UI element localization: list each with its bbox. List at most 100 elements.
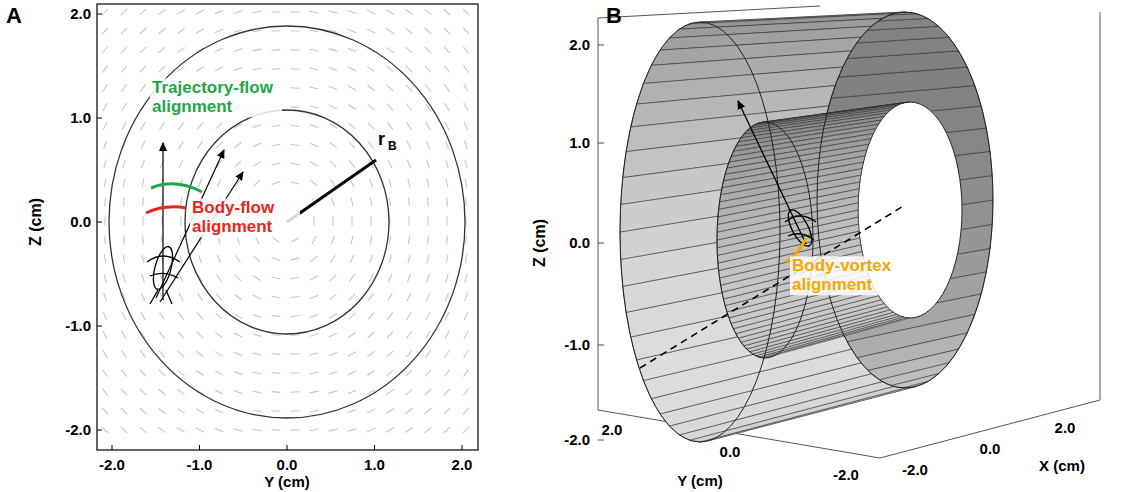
flow-arrow [446, 274, 449, 283]
flow-arrow [406, 351, 412, 358]
flow-arrow [102, 388, 108, 395]
flow-arrow [272, 429, 281, 431]
flow-arrow [272, 258, 280, 261]
flow-arrow [216, 294, 222, 301]
flow-arrow [386, 409, 394, 414]
flow-arrow [446, 217, 447, 226]
flow-arrow [386, 29, 394, 34]
flow-arrow [348, 371, 356, 375]
inner-wall [185, 110, 389, 334]
flow-arrow [445, 141, 448, 149]
flow-arrow [369, 255, 372, 263]
flow-arrow [196, 351, 203, 357]
flow-arrow [253, 11, 262, 13]
flow-arrow [234, 67, 242, 70]
flow-arrow [161, 236, 162, 245]
flow-arrow [104, 198, 106, 207]
flow-arrow [368, 313, 374, 320]
flow-arrow [104, 236, 106, 245]
flow-arrow [313, 217, 314, 226]
trajectory-flow-arc [151, 184, 202, 192]
flow-arrow [427, 236, 429, 245]
flow-arrow [122, 122, 126, 130]
flow-arrow [425, 84, 431, 91]
flow-arrow [104, 160, 106, 169]
flow-arrow [104, 217, 105, 226]
flow-arrow [348, 352, 356, 357]
flow-arrow [386, 428, 394, 433]
tick-label: -2.0 [833, 467, 859, 484]
flow-arrow [104, 293, 107, 302]
flow-arrow [386, 10, 394, 15]
flow-arrow [234, 142, 241, 147]
flow-arrow [216, 142, 222, 149]
flow-arrow [121, 389, 127, 396]
flow-arrow [444, 369, 450, 376]
flow-arrow [446, 160, 449, 169]
flow-arrow [291, 353, 300, 355]
flow-arrow [253, 68, 262, 70]
flow-arrow [464, 331, 468, 339]
flow-arrow [445, 293, 448, 301]
flow-arrow [123, 255, 125, 264]
flow-arrow [177, 10, 185, 15]
axis-label: Z (cm) [531, 219, 549, 267]
flow-arrow [425, 47, 431, 53]
flow-arrow [330, 255, 335, 262]
flow-arrow [121, 350, 126, 357]
flow-arrow [310, 429, 319, 430]
flow-arrow [234, 352, 242, 356]
flow-arrow [272, 11, 281, 13]
flow-arrow [123, 236, 125, 245]
flow-arrow [407, 122, 412, 130]
flow-field [102, 9, 469, 433]
flow-arrow [179, 141, 184, 149]
flow-arrow [387, 370, 394, 376]
flow-arrow [140, 350, 145, 357]
flow-arrow [329, 333, 337, 337]
flow-arrow [253, 30, 262, 32]
flow-arrow [408, 179, 410, 188]
flow-arrow [215, 67, 223, 71]
outer-wall [109, 26, 465, 418]
flow-arrow [291, 296, 300, 297]
flow-arrow [179, 160, 183, 168]
flow-arrow [122, 103, 127, 111]
flow-arrow [215, 352, 223, 357]
flow-arrow [253, 276, 261, 281]
flow-arrow [291, 429, 300, 431]
flow-arrow [102, 65, 107, 72]
flow-arrow [179, 274, 183, 282]
flow-arrow [406, 331, 412, 338]
flow-arrow [389, 236, 390, 245]
flow-arrow [367, 29, 375, 33]
flow-arrow [349, 142, 355, 148]
flow-arrow [387, 104, 393, 111]
axis-label: Z (cm) [27, 198, 45, 246]
flow-arrow [444, 427, 451, 433]
flow-arrow [253, 334, 262, 337]
flow-arrow [387, 85, 394, 91]
tick-label: 0.0 [980, 441, 1001, 458]
flow-arrow [425, 28, 432, 34]
flow-arrow [123, 274, 125, 283]
flow-arrow [217, 179, 221, 187]
flow-arrow [408, 255, 410, 264]
flow-arrow [103, 84, 108, 92]
flow-arrow [368, 293, 373, 300]
flow-arrow [197, 313, 203, 320]
flow-arrow [141, 293, 145, 301]
flow-arrow [291, 391, 300, 393]
flow-arrow [464, 350, 469, 358]
flow-arrow [102, 9, 108, 15]
flow-arrow [350, 179, 354, 187]
flow-arrow [329, 371, 337, 374]
flow-arrow [408, 198, 409, 207]
flow-arrow [368, 332, 375, 338]
flow-arrow [310, 353, 319, 355]
tick-label: 1.0 [70, 110, 91, 127]
flow-arrow [140, 370, 146, 377]
flow-arrow [348, 86, 356, 90]
flow-arrow [446, 198, 448, 207]
flow-arrow [121, 9, 128, 15]
